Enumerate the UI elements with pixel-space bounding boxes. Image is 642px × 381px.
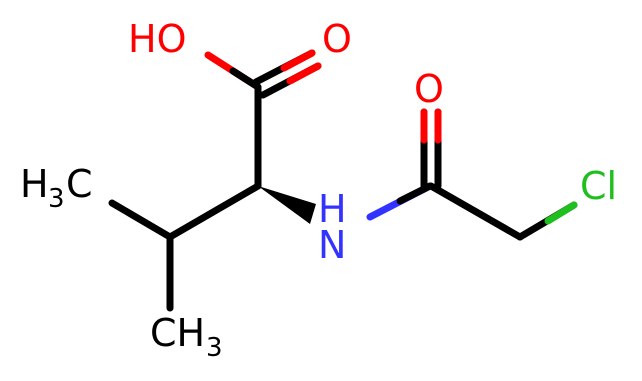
label-ch3-bottom-sub: 3 xyxy=(206,333,223,363)
label-nh-h: H xyxy=(318,187,347,231)
atom-labels: HO O H 3 C H N O Cl CH 3 xyxy=(20,17,617,363)
bond-ch2-cl-green xyxy=(544,201,578,225)
bond-co-double-2-red xyxy=(286,62,322,85)
wedge-bond-calpha-n xyxy=(258,186,316,224)
bond-cbeta-ch3-left xyxy=(108,199,174,241)
label-ch3-bottom: CH xyxy=(150,311,205,355)
label-ch3-left-h: H xyxy=(20,162,49,206)
bond-calpha-cbeta xyxy=(166,182,262,241)
label-ch3-left-sub: 3 xyxy=(48,184,65,214)
bond-camide-ch2 xyxy=(427,182,524,241)
label-hydroxyl: HO xyxy=(128,17,186,61)
label-nh-n: N xyxy=(318,223,346,267)
bonds xyxy=(108,49,578,312)
label-amide-oxygen: O xyxy=(414,67,444,111)
bond-co-double-1-red xyxy=(280,49,316,72)
label-acid-oxygen: O xyxy=(322,17,352,61)
label-chlorine: Cl xyxy=(580,164,617,208)
label-ch3-left-c: C xyxy=(66,162,93,206)
